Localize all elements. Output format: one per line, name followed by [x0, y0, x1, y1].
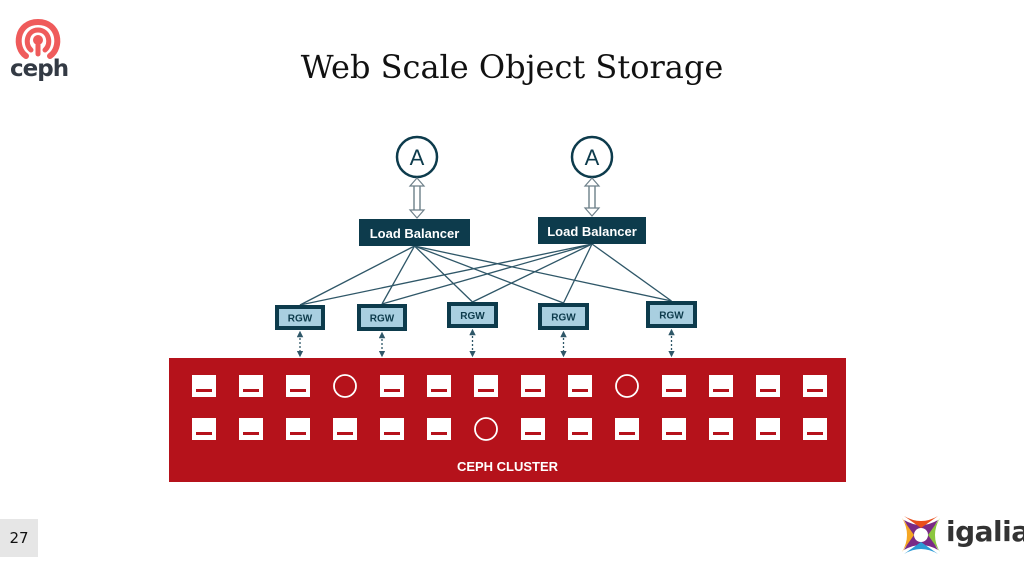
cluster-label: CEPH CLUSTER	[457, 459, 559, 474]
cluster-disk-node	[521, 418, 545, 440]
cluster-disk-node	[427, 418, 451, 440]
load-balancer-2: Load Balancer	[538, 217, 646, 244]
ceph-logo-icon	[15, 18, 61, 59]
rgw-gateway-5: RGW	[646, 301, 697, 328]
load-balancer-label: Load Balancer	[547, 224, 637, 239]
lb-1-to-rgw-3-link	[414, 245, 473, 303]
cluster-disk-node	[380, 418, 404, 440]
cluster-disk-node	[521, 375, 545, 397]
cluster-disk-node	[239, 375, 263, 397]
lb-1-to-rgw-5-link	[414, 245, 672, 302]
slide-title: Web Scale Object Storage	[300, 48, 724, 86]
lb-2-to-rgw-5-link	[591, 243, 672, 302]
cluster-nodes	[192, 374, 827, 441]
cluster-disk-node	[333, 418, 357, 440]
cluster-disk-node	[286, 375, 310, 397]
cluster-disk-node	[568, 418, 592, 440]
load-balancer-label: Load Balancer	[370, 226, 460, 241]
cluster-disk-node	[662, 375, 686, 397]
lb-1-to-rgw-1-link	[299, 245, 415, 306]
cluster-disk-node	[709, 418, 733, 440]
rgw-label: RGW	[551, 313, 576, 324]
cluster-disk-node	[615, 418, 639, 440]
cluster-disk-node	[192, 418, 216, 440]
cluster-disk-node	[286, 418, 310, 440]
lb-2-to-rgw-1-link	[299, 243, 593, 306]
cluster-monitor-node	[474, 417, 498, 441]
cluster-disk-node	[192, 375, 216, 397]
cluster-disk-node	[662, 418, 686, 440]
cluster-disk-node	[709, 375, 733, 397]
cluster-disk-node	[568, 375, 592, 397]
lb-1-to-rgw-4-link	[414, 245, 564, 304]
rgw-label: RGW	[460, 311, 485, 322]
rgw-label: RGW	[288, 314, 313, 325]
ceph-logo-text: ceph	[10, 56, 69, 82]
client-arrow-1	[408, 177, 426, 219]
client-label: A	[585, 145, 600, 170]
cluster-disk-node	[380, 375, 404, 397]
cluster-monitor-node	[615, 374, 639, 398]
rgw-label: RGW	[370, 314, 395, 325]
lb-2-to-rgw-2-link	[381, 243, 593, 305]
client-label: A	[410, 145, 425, 170]
cluster-disk-node	[803, 375, 827, 397]
cluster-disk-node	[756, 375, 780, 397]
cluster-monitor-node	[333, 374, 357, 398]
cluster-disk-node	[427, 375, 451, 397]
cluster-disk-node	[756, 418, 780, 440]
rgw-label: RGW	[659, 311, 684, 322]
cluster-disk-node	[474, 375, 498, 397]
rgw-gateway-1: RGW	[275, 305, 325, 330]
igalia-logo-text: igalia	[946, 515, 1024, 548]
client-arrow-2	[583, 177, 601, 217]
client-a-1: A	[395, 135, 439, 179]
rgw-gateway-2: RGW	[357, 304, 407, 331]
lb-2-to-rgw-3-link	[472, 243, 593, 303]
client-a-2: A	[570, 135, 614, 179]
igalia-logo-icon	[902, 516, 940, 554]
gateway-cluster-links	[296, 328, 675, 358]
rgw-gateway-3: RGW	[447, 302, 498, 328]
rgw-gateway-4: RGW	[538, 303, 589, 330]
ceph-cluster: CEPH CLUSTER	[169, 358, 846, 482]
lb-2-to-rgw-4-link	[562, 243, 593, 304]
load-balancer-1: Load Balancer	[359, 219, 470, 246]
lb-1-to-rgw-2-link	[381, 245, 416, 305]
rgw-gateways: RGW RGW RGW RGW RGW	[275, 301, 697, 331]
cluster-disk-node	[239, 418, 263, 440]
cluster-disk-node	[803, 418, 827, 440]
page-number: 27	[0, 519, 38, 557]
load-balancer-links	[299, 243, 672, 306]
